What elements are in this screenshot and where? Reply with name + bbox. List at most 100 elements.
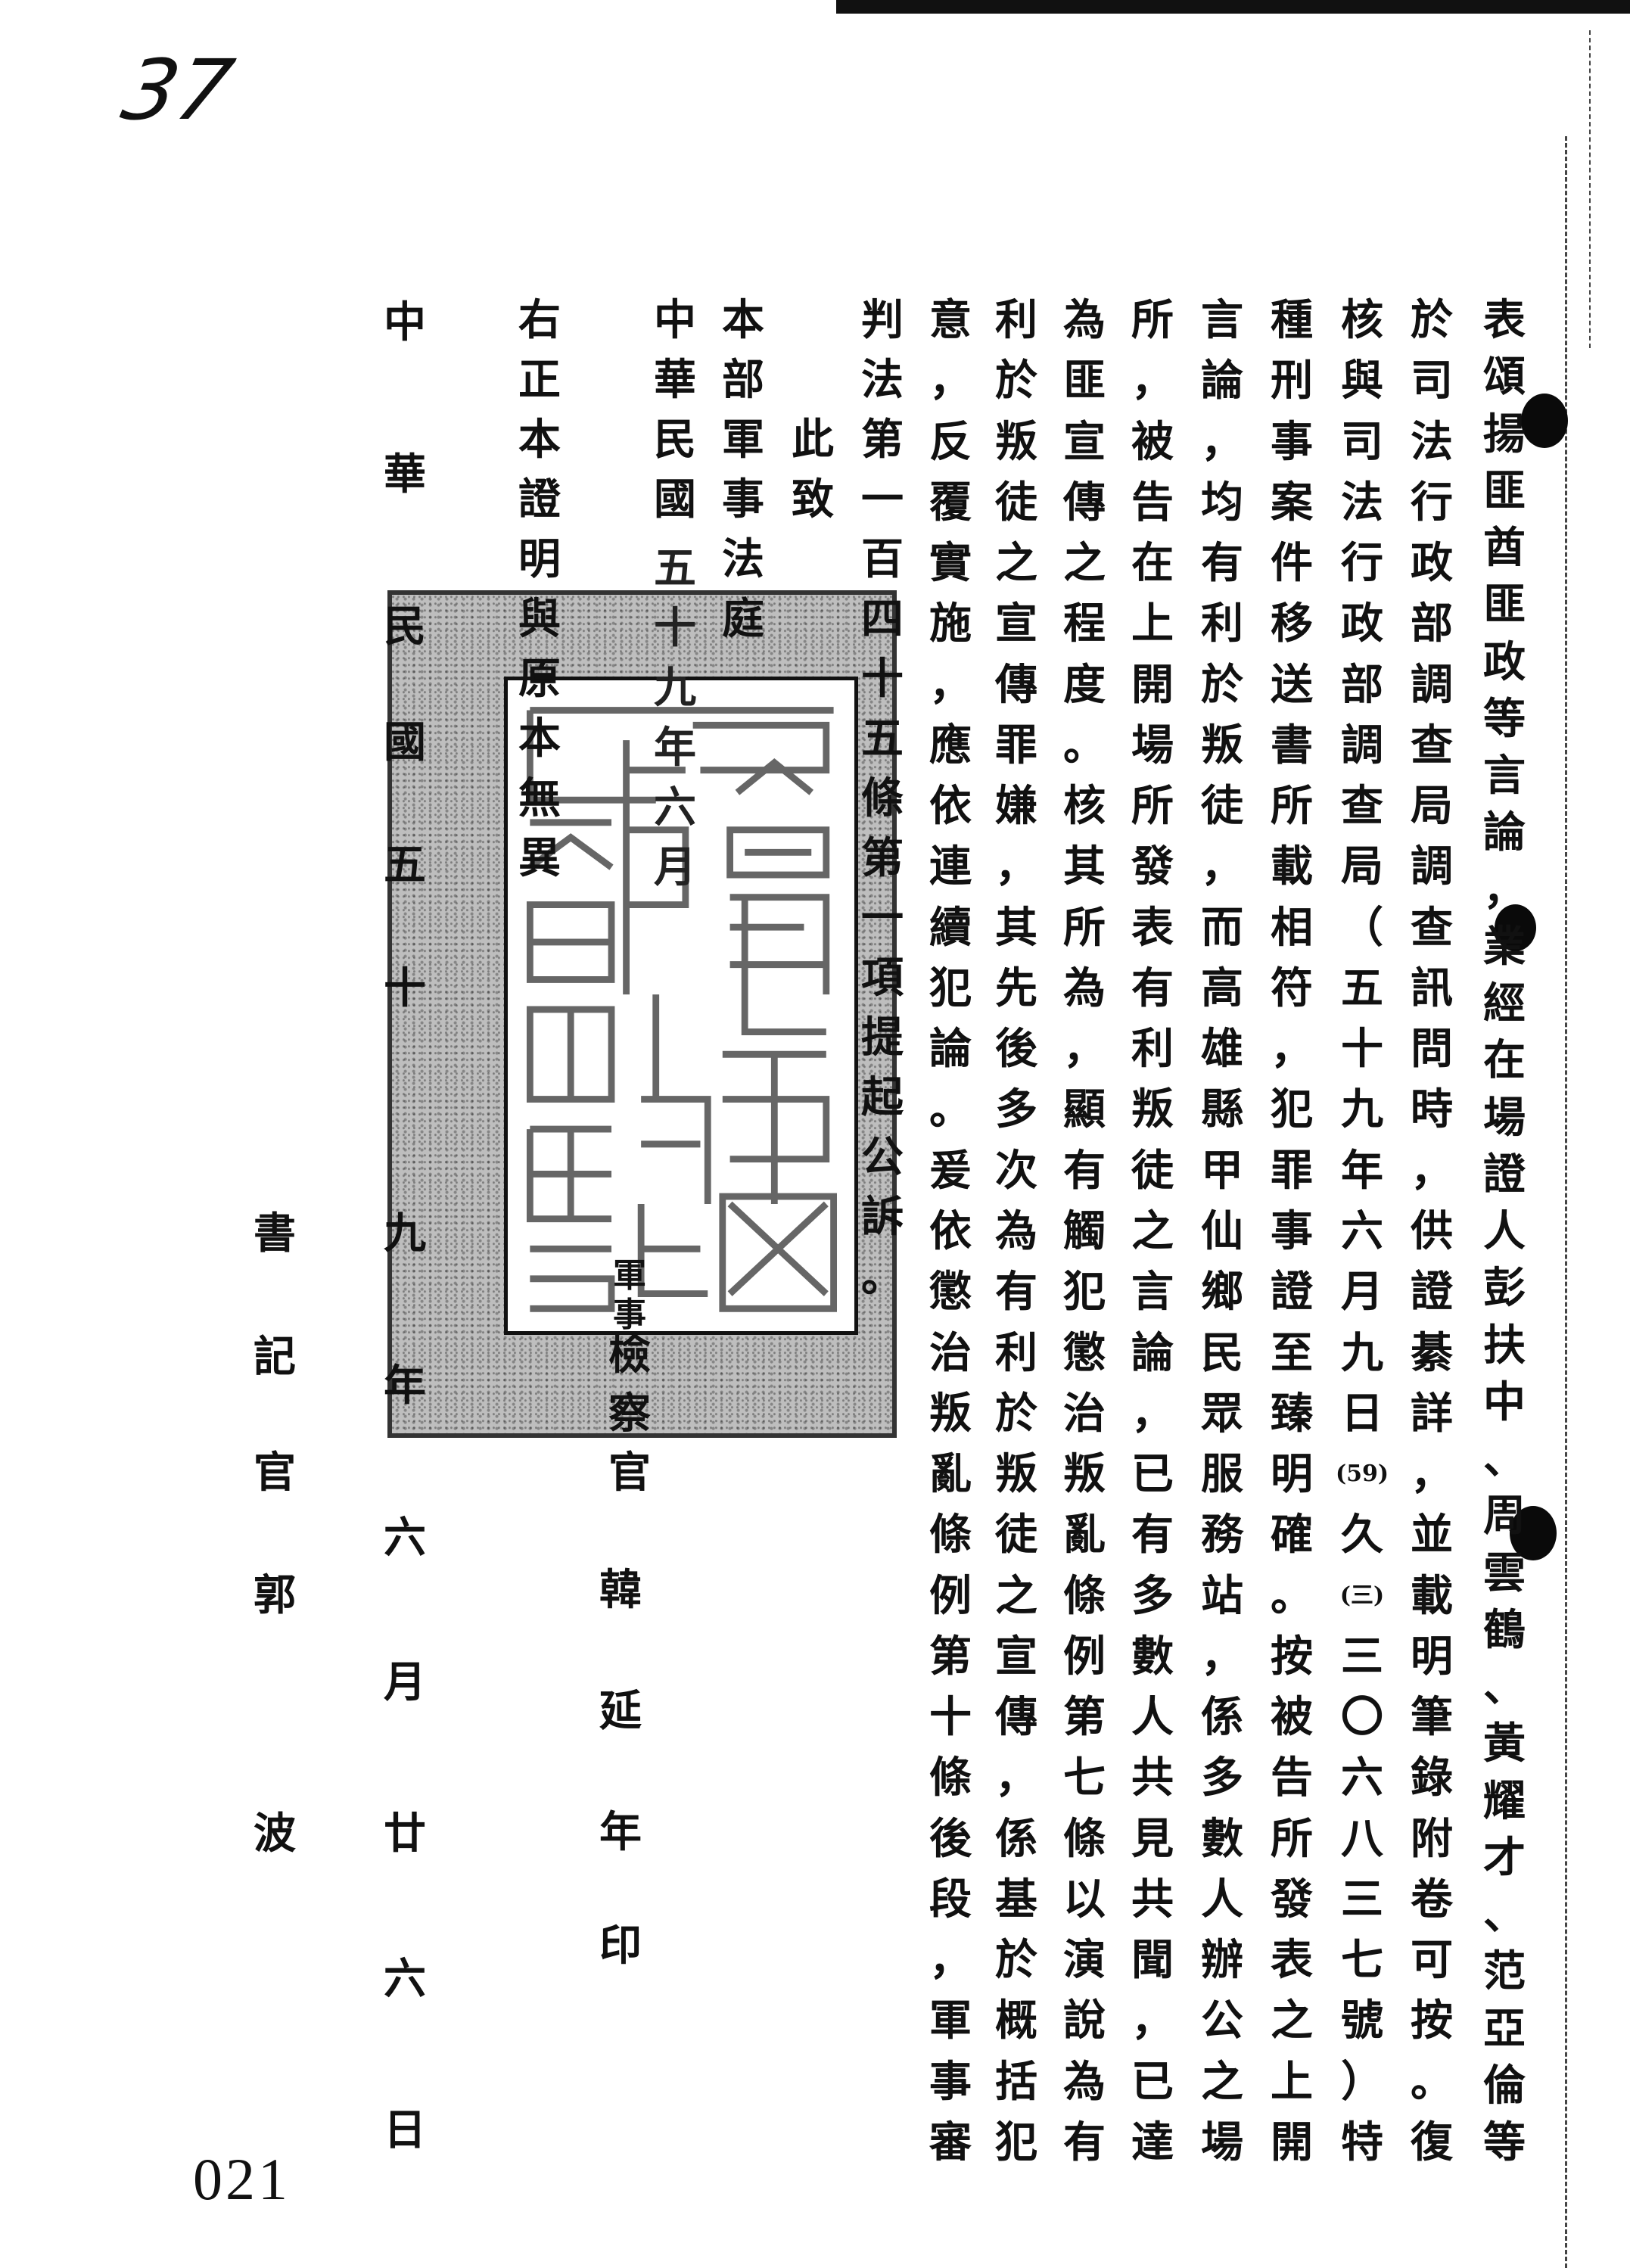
- character: 調: [1411, 842, 1453, 892]
- closing-line: 判法第一百四十五條第一項提起公訴。: [858, 297, 907, 1313]
- character: 。: [929, 1084, 972, 1135]
- character: 條: [861, 773, 904, 823]
- character: 所: [1271, 781, 1313, 832]
- character: 站: [1201, 1570, 1243, 1621]
- character: 符: [1271, 963, 1313, 1013]
- character: 提: [861, 1013, 904, 1062]
- character: 治: [929, 1327, 972, 1378]
- character: 犯: [1271, 1084, 1313, 1135]
- character: ，: [995, 1753, 1037, 1803]
- character: 有: [1063, 1145, 1106, 1196]
- body-column-8: 利於叛徒之宣傳罪嫌，其先後多次為有利於叛徒之宣傳，係基於概括犯: [992, 297, 1041, 2166]
- character: 亞: [1483, 2003, 1526, 2054]
- character: 六: [384, 1954, 426, 2004]
- character: 叛: [995, 1449, 1037, 1500]
- character: 確: [1271, 1510, 1313, 1560]
- character: ，: [929, 356, 972, 406]
- character: 言: [1483, 751, 1526, 801]
- character: 正: [518, 355, 561, 405]
- character: 按: [1271, 1631, 1313, 1682]
- character: 復: [1411, 2117, 1453, 2167]
- character: 實: [929, 538, 972, 589]
- indictment-date: 五十九年六月: [651, 545, 699, 904]
- character: 概: [995, 1996, 1037, 2046]
- character: 為: [1063, 963, 1106, 1013]
- character: 部: [1341, 659, 1383, 710]
- character: 筆: [1411, 1692, 1453, 1743]
- character: 司: [1341, 416, 1383, 467]
- certification: 右正本證明與原本無異: [515, 297, 564, 894]
- page-edge-line: [1565, 136, 1567, 2268]
- character: 等: [1483, 2117, 1526, 2167]
- character: 論: [929, 1024, 972, 1075]
- character: 臻: [1271, 1388, 1313, 1439]
- character: 事: [929, 2056, 972, 2107]
- character: 。: [1063, 720, 1106, 770]
- character: 以: [1063, 1874, 1106, 1924]
- character: 場: [1483, 1092, 1526, 1143]
- character: 之: [1271, 1996, 1313, 2046]
- character: 而: [1201, 902, 1243, 953]
- character: 徒: [1201, 781, 1243, 832]
- character: 場: [1131, 720, 1174, 770]
- character: 倫: [1483, 2060, 1526, 2111]
- character: 年: [654, 723, 696, 773]
- character: 利: [1201, 599, 1243, 649]
- character: 傳: [1063, 477, 1106, 527]
- character: 檢: [608, 1330, 651, 1380]
- character: 。: [1411, 2056, 1453, 2107]
- character: 按: [1411, 1996, 1453, 2046]
- character: 所: [1131, 295, 1174, 345]
- character: 多: [1131, 1570, 1174, 1621]
- character: 起: [861, 1072, 904, 1122]
- character: 徒: [995, 1510, 1037, 1560]
- character: 十: [1341, 1024, 1383, 1075]
- character: 公: [861, 1132, 904, 1182]
- character: 罪: [1271, 1145, 1313, 1196]
- character: 續: [929, 902, 972, 953]
- punch-hole: [1495, 904, 1536, 951]
- character: 論: [1131, 1327, 1174, 1378]
- character: 查: [1411, 720, 1453, 770]
- character: 達: [1131, 2117, 1174, 2167]
- addressee: 本部軍事法庭: [719, 297, 767, 655]
- character: 原: [518, 654, 561, 704]
- character: 第: [1063, 1692, 1106, 1743]
- character: 核: [1341, 295, 1383, 345]
- character: 第: [861, 833, 904, 883]
- character: 判: [861, 295, 904, 345]
- character: 後: [929, 1813, 972, 1864]
- character: 十: [654, 603, 696, 653]
- character: 五: [1341, 963, 1383, 1013]
- character: 論: [1483, 807, 1526, 858]
- character: 為: [1063, 295, 1106, 345]
- character: 傳: [995, 659, 1037, 710]
- character: 經: [1483, 978, 1526, 1028]
- character: 明: [518, 534, 561, 584]
- character: 法: [1341, 477, 1383, 527]
- character: 所: [1131, 781, 1174, 832]
- character: 才: [1483, 1832, 1526, 1883]
- character: 高: [1201, 963, 1243, 1013]
- character: 年: [1341, 1145, 1383, 1196]
- character: 施: [929, 599, 972, 649]
- character: 表: [1483, 295, 1526, 345]
- character: 在: [1131, 538, 1174, 589]
- character: 證: [1411, 1267, 1453, 1318]
- character: 眾: [1201, 1388, 1243, 1439]
- character: 利: [1131, 1024, 1174, 1075]
- character: 年: [599, 1807, 642, 1857]
- character: ，: [1063, 1024, 1106, 1075]
- character: 月: [384, 1657, 426, 1707]
- character: 傳: [995, 1692, 1037, 1743]
- character: 於: [995, 1388, 1037, 1439]
- character: 日: [1341, 1388, 1383, 1439]
- character: 中: [1483, 1377, 1526, 1427]
- character: 有: [1131, 963, 1174, 1013]
- character: 詳: [1411, 1388, 1453, 1439]
- character: 可: [1411, 1935, 1453, 1986]
- character: 共: [1131, 1753, 1174, 1803]
- character: 事: [613, 1296, 646, 1334]
- character: 叛: [1201, 720, 1243, 770]
- character: 有: [1131, 1510, 1174, 1560]
